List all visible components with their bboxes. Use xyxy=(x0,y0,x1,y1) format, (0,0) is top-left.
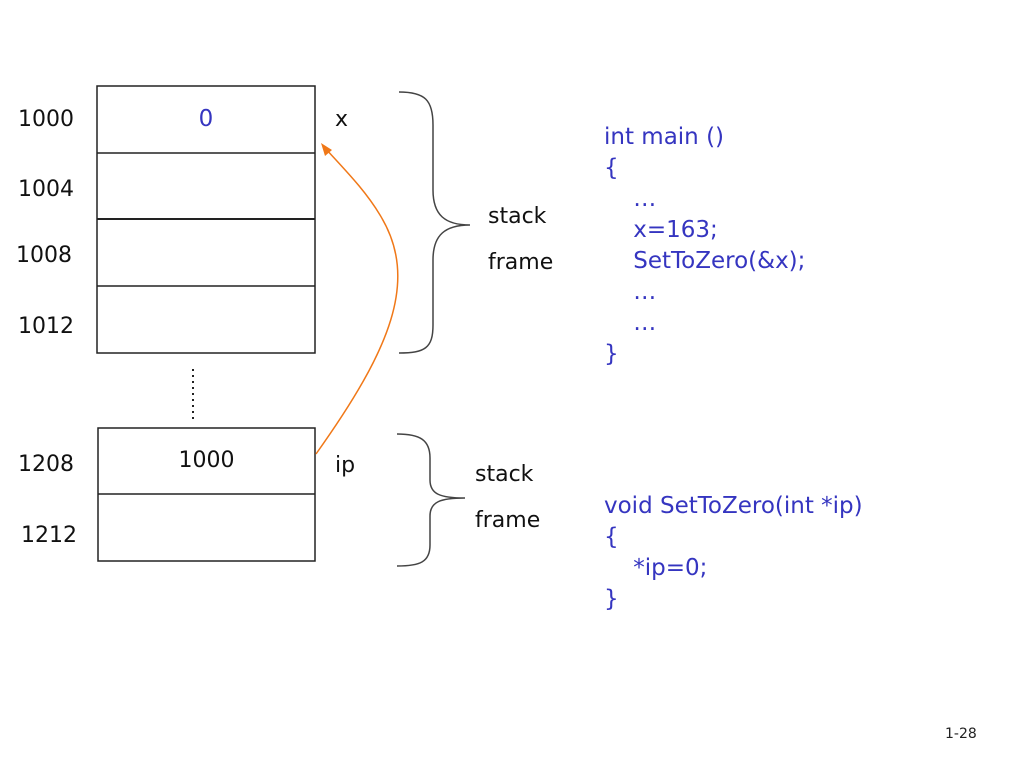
page-number: 1-28 xyxy=(945,726,977,742)
code-line: … xyxy=(604,279,657,305)
arrow-head-icon xyxy=(321,143,332,156)
brace-top-icon xyxy=(398,91,471,354)
code-line: … xyxy=(604,310,657,336)
address-label: 1000 xyxy=(18,107,74,132)
address-label: 1212 xyxy=(21,523,77,548)
address-label: 1012 xyxy=(18,314,74,339)
code-line: { xyxy=(604,155,619,181)
brace-bottom-icon xyxy=(396,433,466,567)
address-label: 1008 xyxy=(16,243,72,268)
code-line: } xyxy=(604,586,619,612)
pointer-arrow xyxy=(315,147,399,455)
code-line: { xyxy=(604,524,619,550)
variable-label-ip: ip xyxy=(335,453,356,478)
frame-label: frame xyxy=(475,508,541,533)
frame-label: frame xyxy=(488,250,554,275)
code-line: int main () xyxy=(604,124,725,150)
code-line: } xyxy=(604,341,619,367)
code-line: … xyxy=(604,186,657,212)
code-line: void SetToZero(int *ip) xyxy=(604,493,863,519)
cell-value-ip: 1000 xyxy=(178,448,235,473)
address-label: 1004 xyxy=(18,177,74,202)
code-main: int main () { … x=163; SetToZero(&x); … … xyxy=(604,122,805,370)
code-line: SetToZero(&x); xyxy=(604,248,806,274)
code-line: x=163; xyxy=(604,217,718,243)
frame-label: stack xyxy=(488,204,547,229)
variable-label-x: x xyxy=(335,107,349,132)
cell-value-x: 0 xyxy=(198,106,214,132)
code-function: void SetToZero(int *ip) { *ip=0; } xyxy=(604,491,863,615)
frame-label: stack xyxy=(475,462,534,487)
address-label: 1208 xyxy=(18,452,74,477)
code-line: *ip=0; xyxy=(604,555,708,581)
